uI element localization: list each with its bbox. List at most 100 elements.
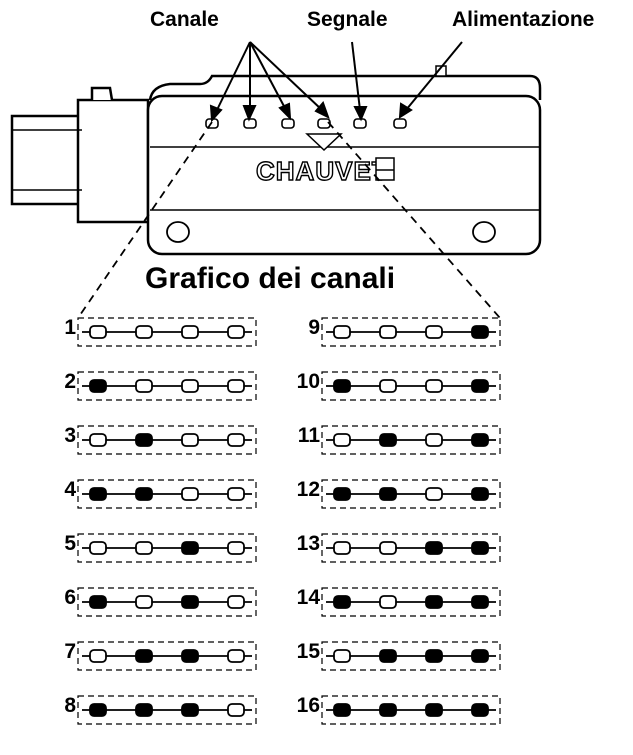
channel-row	[321, 371, 501, 401]
led-off	[135, 595, 153, 609]
led-on	[471, 703, 489, 717]
channel-number: 1	[64, 316, 76, 339]
led-off	[227, 595, 245, 609]
device-led-3	[281, 118, 295, 129]
led-off	[181, 487, 199, 501]
channel-row	[321, 533, 501, 563]
pointer-arrows	[209, 41, 463, 123]
channel-row	[77, 587, 257, 617]
channel-number: 16	[296, 694, 320, 717]
led-on	[425, 595, 443, 609]
led-off	[333, 325, 351, 339]
channel-row-frame	[321, 641, 501, 671]
led-off	[227, 703, 245, 717]
channel-number: 9	[308, 316, 320, 339]
led-on	[135, 703, 153, 717]
signal-label: Segnale	[307, 8, 388, 31]
channel-number: 15	[296, 640, 320, 663]
connector-latch	[90, 86, 114, 101]
led-on	[181, 541, 199, 555]
led-off	[227, 379, 245, 393]
led-on	[425, 703, 443, 717]
channel-number: 14	[296, 586, 320, 609]
led-off	[135, 379, 153, 393]
channel-row	[77, 695, 257, 725]
channel-number: 8	[64, 694, 76, 717]
led-off	[333, 649, 351, 663]
led-on	[135, 649, 153, 663]
screw-left	[166, 221, 190, 243]
led-off	[379, 325, 397, 339]
led-on	[471, 541, 489, 555]
channel-chart	[77, 317, 501, 725]
chart-lead-lines	[77, 121, 501, 319]
channel-row	[77, 317, 257, 347]
led-on	[471, 433, 489, 447]
channel-row-frame	[77, 533, 257, 563]
svg-text:CHAUVET: CHAUVET	[256, 156, 389, 186]
led-off	[379, 595, 397, 609]
led-off	[425, 487, 443, 501]
device-led-5	[353, 118, 367, 129]
led-on	[135, 433, 153, 447]
channel-number: 7	[64, 640, 76, 663]
led-off	[333, 433, 351, 447]
led-off	[89, 649, 107, 663]
led-off	[135, 325, 153, 339]
channel-row	[321, 425, 501, 455]
led-off	[181, 433, 199, 447]
led-off	[425, 325, 443, 339]
connector-sleeve	[76, 98, 150, 224]
led-on	[333, 487, 351, 501]
led-off	[181, 325, 199, 339]
channel-row-frame	[321, 425, 501, 455]
channel-row	[77, 371, 257, 401]
channel-label: Canale	[150, 8, 219, 31]
channel-row	[321, 587, 501, 617]
led-on	[181, 703, 199, 717]
channel-row-frame	[321, 371, 501, 401]
channel-number: 4	[64, 478, 76, 501]
chart-title: Grafico dei canali	[145, 262, 396, 295]
channel-row	[321, 479, 501, 509]
channel-row-frame	[321, 479, 501, 509]
channel-row	[77, 479, 257, 509]
led-off	[227, 487, 245, 501]
led-on	[471, 649, 489, 663]
channel-row	[77, 425, 257, 455]
led-off	[227, 649, 245, 663]
led-marker-triangle	[305, 133, 343, 152]
channel-row-frame	[77, 479, 257, 509]
led-on	[89, 703, 107, 717]
channel-row-frame	[321, 533, 501, 563]
channel-row-frame	[321, 317, 501, 347]
channel-number: 11	[297, 424, 320, 447]
led-off	[89, 433, 107, 447]
led-off	[181, 379, 199, 393]
housing-top-bump	[148, 74, 542, 101]
channel-number: 3	[64, 424, 76, 447]
channel-row-frame	[77, 641, 257, 671]
led-off	[379, 379, 397, 393]
channel-row-frame	[321, 587, 501, 617]
led-on	[379, 649, 397, 663]
led-on	[333, 595, 351, 609]
led-on	[181, 595, 199, 609]
led-off	[135, 541, 153, 555]
device-led-6	[393, 118, 407, 129]
led-off	[89, 541, 107, 555]
channel-number: 5	[64, 532, 76, 555]
led-on	[89, 487, 107, 501]
channel-number: 6	[64, 586, 76, 609]
led-off	[425, 379, 443, 393]
main-housing	[146, 94, 542, 256]
channel-row	[321, 641, 501, 671]
channel-row	[77, 641, 257, 671]
led-off	[227, 433, 245, 447]
channel-number: 12	[296, 478, 320, 501]
led-off	[227, 325, 245, 339]
power-label: Alimentazione	[452, 8, 595, 31]
led-on	[333, 379, 351, 393]
connector-plug	[10, 114, 84, 206]
